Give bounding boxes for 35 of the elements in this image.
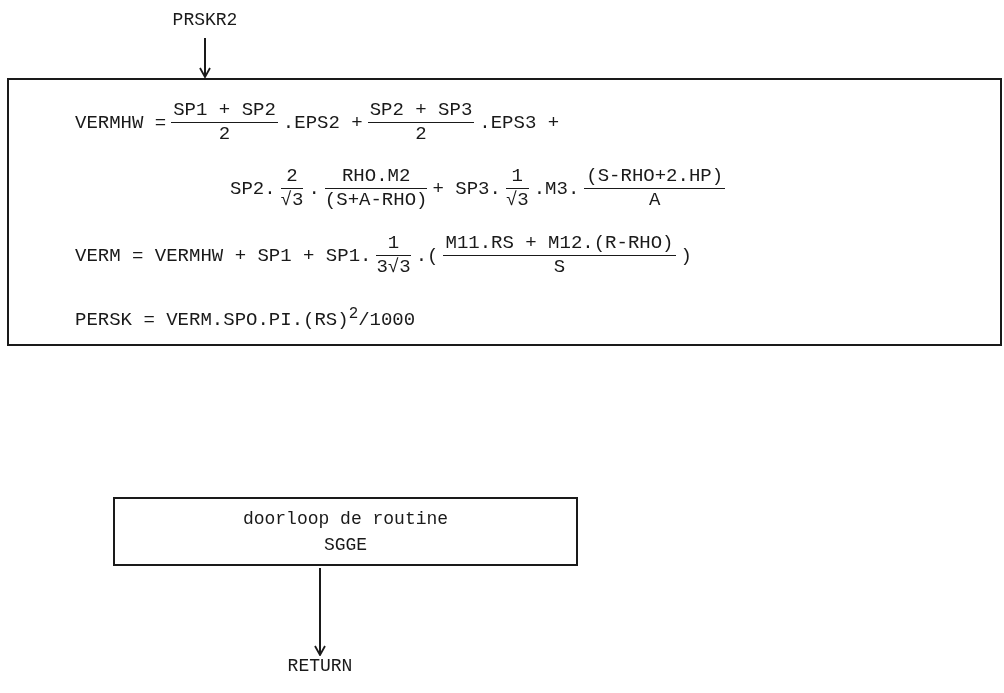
formula-term: . — [307, 178, 321, 201]
process-box — [113, 497, 578, 566]
process-box — [7, 78, 1002, 346]
fraction-numerator: SP2 + SP3 — [367, 100, 475, 123]
fraction-denominator: S — [552, 255, 567, 280]
box-text: doorloop de routine — [241, 508, 450, 529]
fraction-numerator: M11.RS + M12.(R-RHO) — [443, 233, 676, 256]
arrow — [199, 37, 211, 78]
fraction-numerator: 1 — [505, 166, 529, 189]
fraction-numerator: 2 — [280, 166, 304, 189]
fraction-denominator: 3√3 — [376, 255, 411, 280]
fraction-denominator: √3 — [505, 188, 529, 213]
fraction-numerator: SP1 + SP2 — [171, 100, 278, 123]
fraction-numerator: (S-RHO+2.HP) — [584, 166, 726, 189]
formula-term: .M3. — [532, 178, 581, 201]
fraction-denominator: 2 — [217, 122, 232, 147]
formula-term: .EPS3 + — [478, 112, 561, 135]
formula-term: VERMHW = — [74, 112, 168, 135]
fraction-denominator: √3 — [280, 188, 304, 213]
fraction-denominator: (S+A-RHO) — [324, 188, 428, 213]
arrow — [314, 567, 326, 656]
formula-term: .EPS2 + — [281, 112, 364, 135]
fraction-denominator: A — [648, 188, 662, 213]
formula-term: ) — [679, 245, 693, 268]
formula-term: PERSK = VERM.SPO.PI.(RS)$^{2}$/1000 — [74, 305, 417, 332]
flow-label: RETURN — [270, 656, 370, 682]
fraction-numerator: RHO.M2 — [324, 166, 428, 189]
fraction-numerator: 1 — [376, 233, 411, 256]
formula-term: SP2. — [229, 178, 277, 201]
fraction-denominator: 2 — [414, 122, 428, 147]
formula-term: VERM = VERMHW + SP1 + SP1. — [74, 245, 373, 268]
formula-term: + SP3. — [431, 178, 502, 201]
flow-label: PRSKR2 — [150, 10, 260, 36]
formula-term: .( — [414, 245, 440, 268]
box-text: SGGE — [322, 534, 369, 555]
